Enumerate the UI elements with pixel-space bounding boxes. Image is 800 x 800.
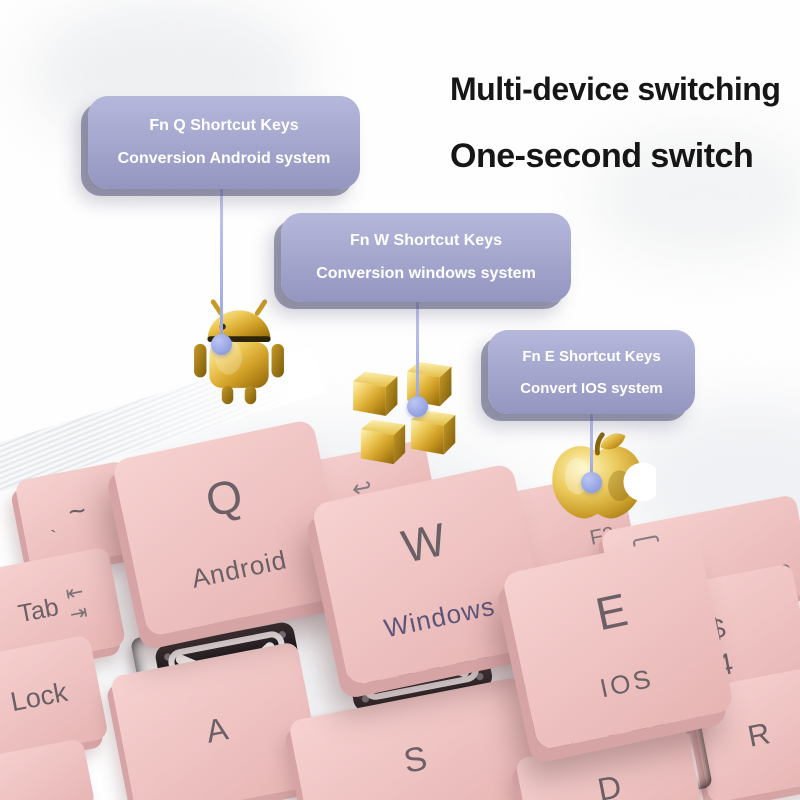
key-lock: Lock	[0, 634, 109, 761]
key-label: A	[202, 710, 231, 750]
tab-arrow-right: ⇥	[67, 600, 90, 627]
android-robot-icon	[194, 299, 284, 405]
callout-fn-q: Fn Q Shortcut Keys Conversion Android sy…	[88, 96, 360, 189]
callout-fn-e: Fn E Shortcut Keys Convert IOS system	[488, 330, 695, 414]
callout-connector-line	[416, 300, 419, 408]
key-sublabel: IOS	[597, 663, 657, 704]
key-label: Tab	[15, 592, 61, 628]
callout-line2: Convert IOS system	[520, 379, 663, 397]
callout-connector-line	[590, 411, 593, 485]
connector-dot	[581, 472, 602, 493]
connector-dot	[407, 396, 428, 417]
key-label: W	[397, 513, 451, 573]
key-label: Q	[201, 468, 247, 527]
headline: Multi-device switching One-second switch	[450, 71, 800, 176]
key-label: S	[400, 739, 431, 781]
key-sublabel: Windows	[381, 590, 498, 644]
key-label: Lock	[8, 676, 70, 718]
key-label: R	[745, 716, 773, 754]
connector-dot	[211, 334, 232, 355]
headline-line2: One-second switch	[450, 137, 754, 176]
callout-connector-line	[220, 186, 223, 346]
callout-line2: Conversion Android system	[117, 150, 331, 167]
key-label: D	[594, 767, 625, 800]
key-sublabel: Android	[188, 544, 290, 595]
headline-line1: Multi-device switching	[450, 71, 781, 107]
tab-arrows-icon: ⇤ ⇥	[64, 580, 90, 627]
callout-fn-w: Fn W Shortcut Keys Conversion windows sy…	[281, 213, 571, 302]
key-label: E	[591, 582, 632, 640]
windows-logo-icon	[353, 361, 456, 465]
callout-line2: Conversion windows system	[316, 265, 536, 282]
callout-line1: Fn E Shortcut Keys	[522, 347, 661, 365]
key-label: ~	[65, 494, 89, 530]
callout-line1: Fn Q Shortcut Keys	[149, 117, 299, 134]
key-sublabel: `	[49, 526, 60, 548]
callout-line1: Fn W Shortcut Keys	[349, 232, 502, 249]
